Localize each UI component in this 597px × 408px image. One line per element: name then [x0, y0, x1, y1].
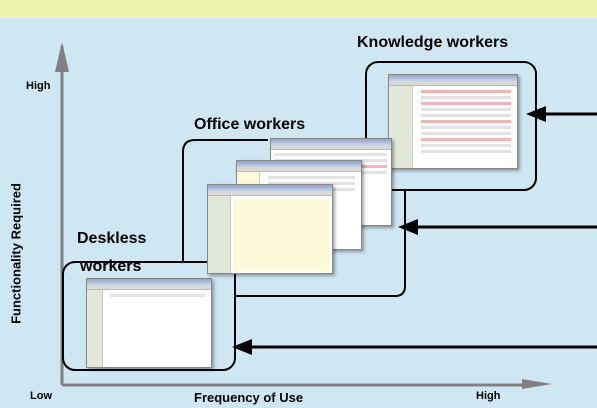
knowledge-connector-arrowhead [526, 106, 546, 122]
x-axis-title: Frequency of Use [194, 390, 304, 405]
top-band [0, 0, 597, 18]
office-workers-outline [182, 139, 268, 263]
x-axis-arrowhead [522, 379, 552, 389]
deskless-workers-label-line1: Deskless [77, 230, 147, 247]
y-axis-title: Functionality Required [8, 183, 24, 324]
office-connector-arrowhead [398, 219, 418, 235]
x-axis-high-label: High [476, 390, 501, 402]
knowledge-workers-outline [365, 61, 537, 191]
deskless-workers-outline [62, 261, 236, 371]
office-workers-outline-lower [236, 190, 406, 297]
y-axis-high-label: High [26, 80, 51, 92]
knowledge-app-screenshot [388, 74, 518, 169]
deskless-connector-arrowhead [232, 339, 252, 355]
deskless-app-screenshot [86, 278, 212, 368]
y-axis-low-label: Low [30, 390, 52, 402]
knowledge-workers-label: Knowledge workers [357, 34, 509, 51]
deskless-workers-label-line2: workers [80, 258, 142, 275]
office-app-screenshot-1 [207, 184, 333, 274]
office-workers-label: Office workers [194, 116, 306, 133]
y-axis-arrowhead [55, 42, 69, 72]
